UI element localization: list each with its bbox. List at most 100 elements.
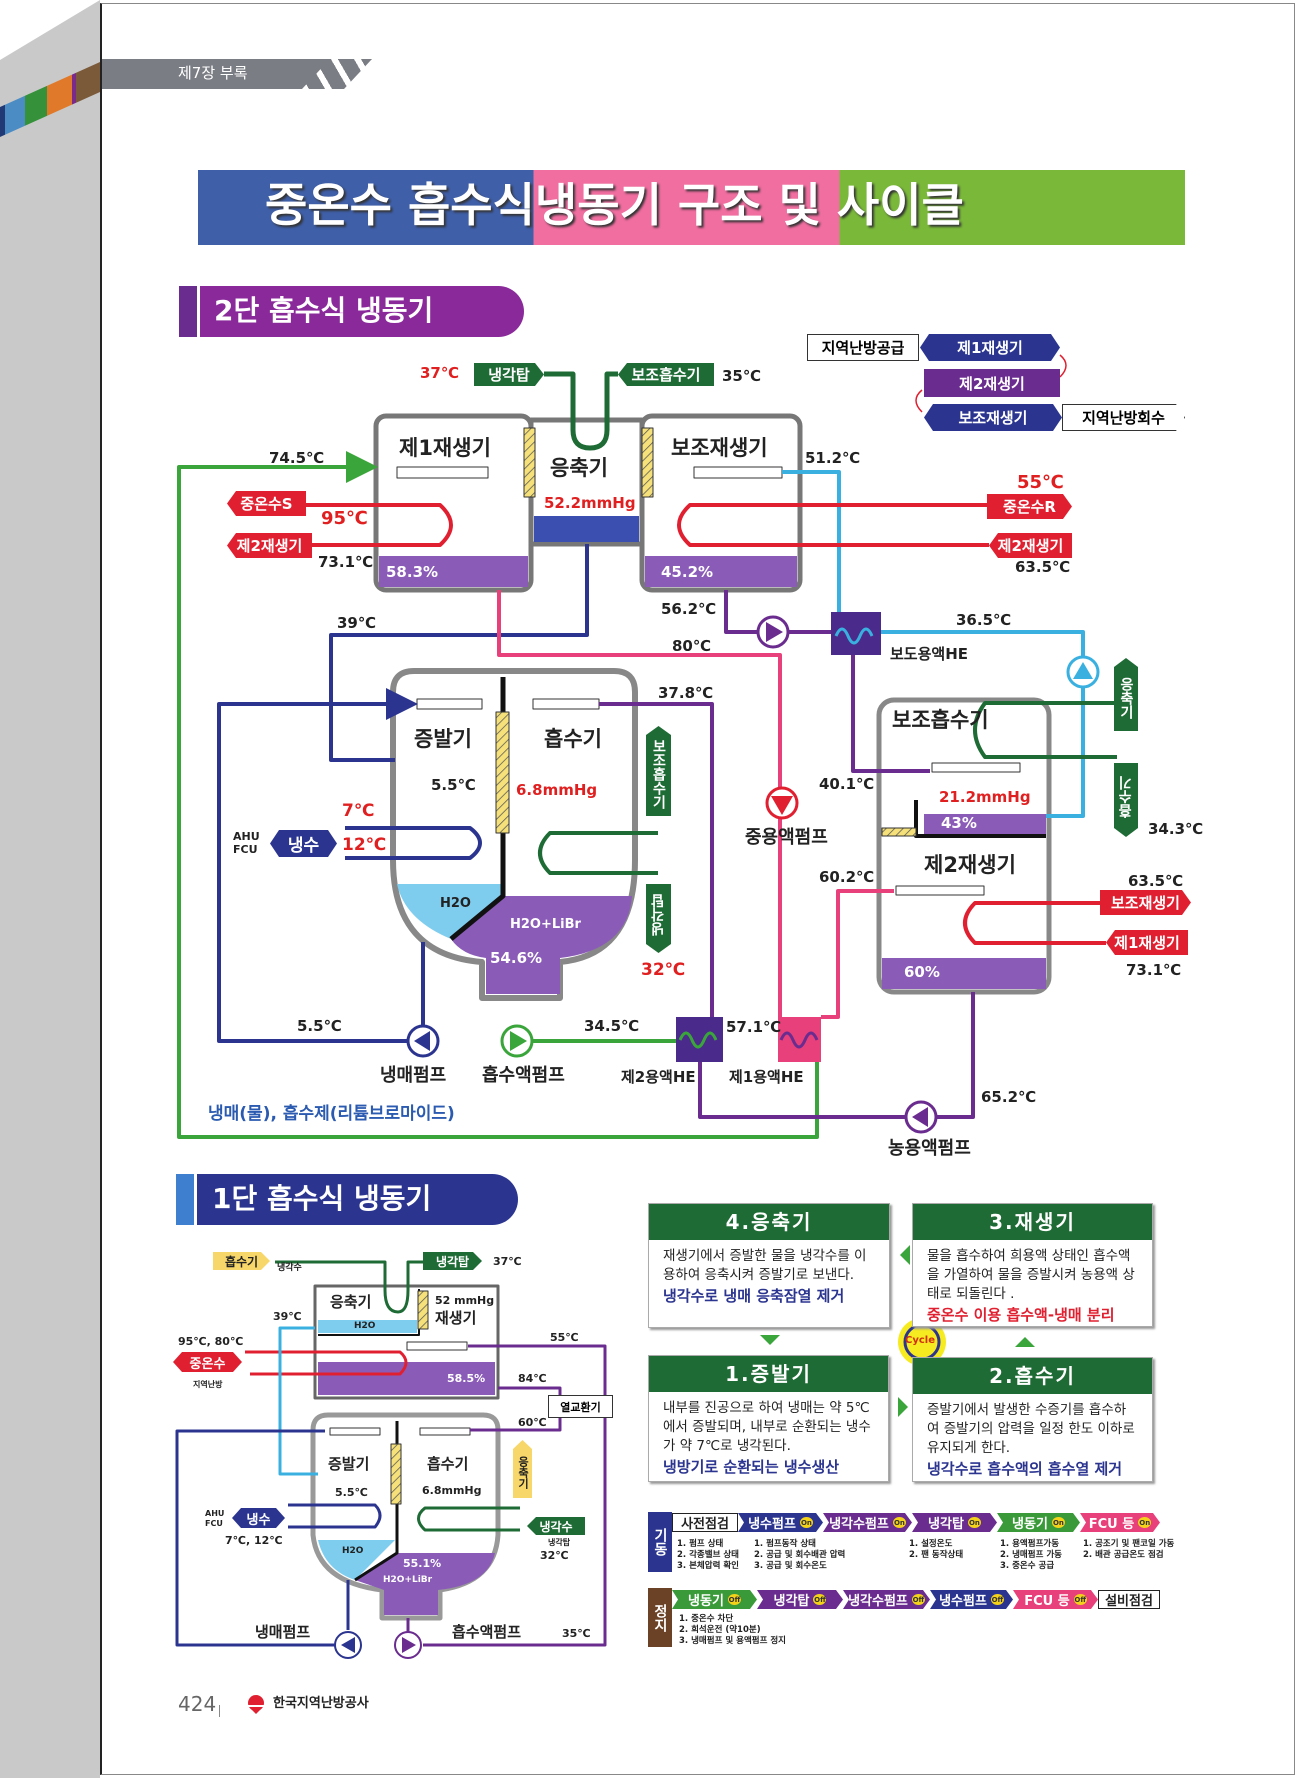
- cycle-box-title: 4.응축기: [649, 1204, 889, 1240]
- pressure-label: 6.8mmHg: [422, 1484, 482, 1497]
- concentration-label: 55.1%: [403, 1557, 442, 1570]
- solution-label: H2O+LiBr: [383, 1575, 433, 1585]
- org-logo-icon: [246, 1695, 266, 1714]
- vessel-label-aux-generator: 보조재생기: [671, 436, 768, 460]
- pipe-chilled-water: [345, 826, 482, 860]
- cycle-box-summary: 냉방기로 순환되는 냉수생산: [663, 1458, 840, 1476]
- concentration-label: 54.6%: [490, 949, 543, 967]
- step-label: 설비점검: [1105, 1594, 1153, 1609]
- temp-label: 56.2℃: [661, 600, 717, 618]
- step-label: 냉수펌프: [748, 1517, 796, 1532]
- vessel-label-2nd-generator: 제2재생기: [924, 853, 1016, 877]
- page: [100, 3, 1295, 1775]
- cycle-box-summary: 냉각수로 냉매 응축잠열 제거: [663, 1287, 845, 1305]
- step-label: 냉각수펌프: [829, 1517, 889, 1532]
- pump-label: 흡수액펌프: [452, 1623, 522, 1641]
- refrigerant-pump-icon: [406, 1024, 440, 1058]
- arrow-left-icon: [900, 1245, 910, 1265]
- concentration-label: 45.2%: [661, 563, 714, 581]
- step-desc: 1. 공조기 및 팬코일 가동 2. 배관 공급온도 점검: [1083, 1539, 1175, 1560]
- temp-label: 60.2℃: [819, 868, 875, 886]
- vessel-label-evaporator: 증발기: [328, 1455, 370, 1473]
- section-accent: [176, 1174, 194, 1225]
- legend-return-arrow: [1059, 354, 1067, 378]
- vessel-label-absorber: 흡수기: [544, 727, 602, 751]
- temp-label: 32℃: [540, 1549, 569, 1562]
- temp-label: 5.5℃: [431, 776, 476, 794]
- pipe-purple-aux-gen: [724, 590, 831, 634]
- tag-cooling-tower-vertical: 냉각탑: [646, 884, 671, 953]
- tag-to-2nd-generator: 제2재생기: [227, 533, 312, 558]
- on-badge: On: [893, 1518, 905, 1527]
- temp-label: 37℃: [493, 1255, 522, 1268]
- pipe-purple-absorber: [599, 702, 714, 1017]
- step-facility-check: 설비점검: [1098, 1590, 1160, 1609]
- pipe-hot-water-2nd: [963, 901, 1106, 945]
- spray-header: [396, 466, 489, 479]
- legend-aux-generator: 보조재생기: [924, 404, 1062, 431]
- vessel-condenser: [528, 417, 645, 547]
- vessel-label-1st-generator: 제1재생기: [399, 436, 491, 460]
- tag-1st-generator: 제1재생기: [1106, 930, 1188, 955]
- step-label: 사전점검: [681, 1517, 729, 1532]
- ahu-fcu-label: AHU FCU: [205, 1509, 225, 1528]
- water-label: H2O: [354, 1321, 376, 1331]
- pressure-label: 6.8mmHg: [516, 781, 598, 799]
- step-desc: 1. 용액펌프가동 2. 냉매펌프 가동 3. 중온수 공급: [1000, 1539, 1062, 1571]
- pipe-cooling-1: [417, 1506, 520, 1532]
- pipe-hot-water-1: [306, 503, 453, 547]
- off-badge: Off: [991, 1595, 1004, 1604]
- tag-from-2nd-generator: 제2재생기: [989, 533, 1072, 558]
- strong-solution-pump-icon: [904, 1100, 938, 1134]
- legend-return: 지역난방회수: [1062, 404, 1185, 431]
- pipe-navy-condensate: [329, 544, 589, 762]
- legend-return-arrow: [915, 389, 923, 413]
- tag-chilled-water: 냉수: [270, 830, 337, 857]
- step-desc: 1. 펌프 상태 2. 각종밸브 상태 3. 본체압력 확인: [677, 1539, 739, 1571]
- pump-label: 흡수액펌프: [482, 1065, 565, 1086]
- tag-aux-absorber-vertical: 보조흡수기: [646, 726, 671, 816]
- vessel-label-absorber: 흡수기: [427, 1455, 469, 1473]
- temp-label: 34.5℃: [584, 1017, 640, 1035]
- water-label: H2O: [440, 896, 471, 911]
- temp-label: 84℃: [518, 1372, 547, 1385]
- chapter-label: 제7장 부록: [178, 64, 248, 82]
- step-desc: 1. 설정온도 2. 팬 동작상태: [909, 1539, 964, 1560]
- section-accent: [179, 286, 197, 337]
- stop-desc: 1. 중온수 차단 2. 희석운전 (약10분) 3. 냉매펌프 및 용액펌프 …: [679, 1614, 787, 1646]
- pipe-navy-refrigerant: [217, 688, 425, 1043]
- temp-label: 74.5℃: [269, 449, 325, 467]
- legend-supply: 지역난방공급: [807, 334, 919, 361]
- tag-cooling-tower: 냉각탑: [423, 1252, 482, 1270]
- legend-2nd-generator: 제2재생기: [924, 369, 1060, 397]
- cycle-label: Cycle: [905, 1335, 935, 1346]
- temp-label: 95℃: [321, 508, 368, 529]
- temp-label: 37.8℃: [658, 684, 714, 702]
- tag-chilled-water: 냉수: [232, 1508, 285, 1528]
- temp-label: 34.3℃: [1148, 820, 1204, 838]
- eliminator: [523, 427, 536, 498]
- arrow-up-icon: [1015, 1337, 1035, 1347]
- section-title-1stage: 1단 흡수식 냉동기: [212, 1182, 432, 1215]
- vessel-generator-condenser: [313, 1284, 500, 1400]
- page-number: 424: [178, 1692, 217, 1716]
- concentration-label: 58.5%: [447, 1372, 486, 1385]
- temp-label: 40.1℃: [819, 775, 875, 793]
- temp-label: 63.5℃: [1015, 558, 1071, 576]
- off-badge: Off: [1074, 1595, 1087, 1604]
- tag-hot-water-return: 중온수R: [987, 494, 1072, 519]
- start-label: 기동: [648, 1512, 672, 1572]
- pipe-cooling-u: [544, 371, 618, 451]
- temp-label: 95℃, 80℃: [178, 1335, 244, 1348]
- pipe-hot-water-1stage: [245, 1350, 408, 1376]
- temp-label: 5.5℃: [297, 1017, 342, 1035]
- pipe-pink-medium: [497, 590, 782, 1017]
